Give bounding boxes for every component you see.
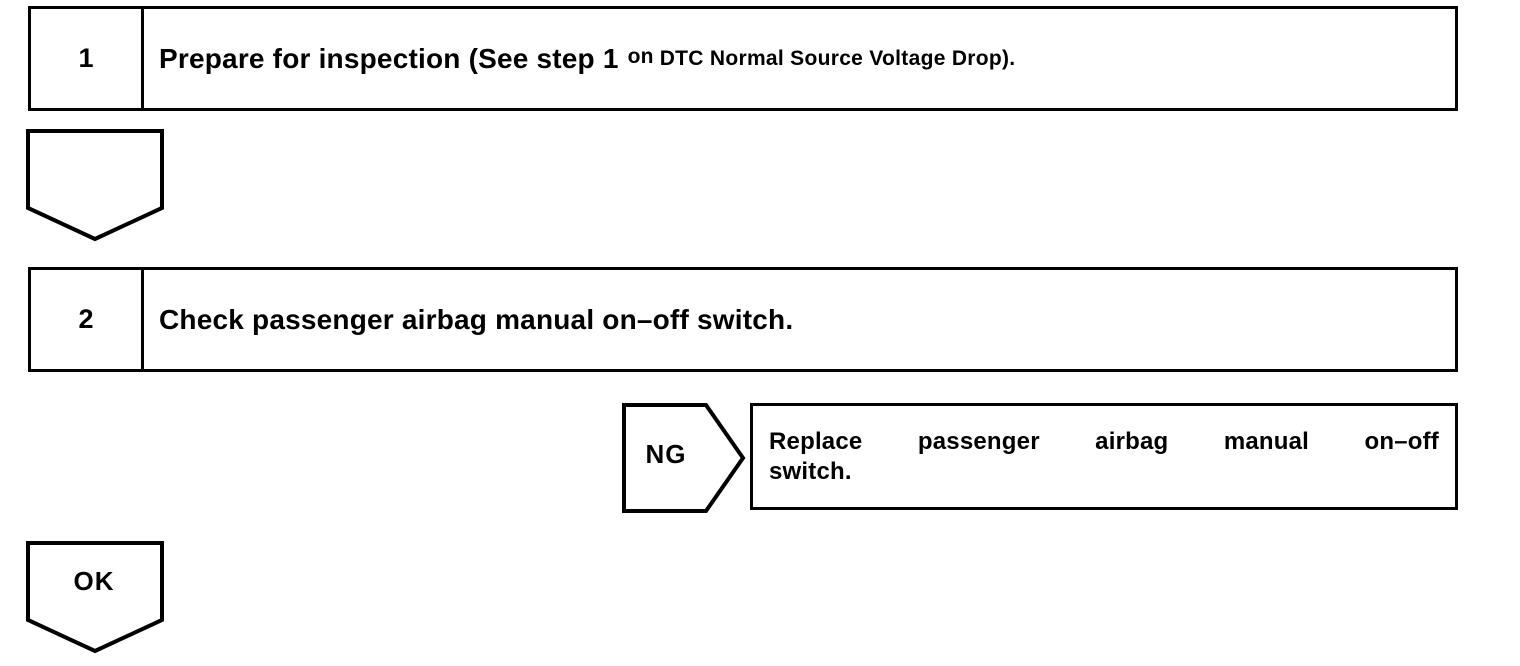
ok-label: OK: [73, 566, 115, 596]
step-2-box: 2 Check passenger airbag manual on–off s…: [28, 267, 1458, 372]
down-arrow-connector: [25, 128, 165, 242]
step-1-ref-on: on: [627, 44, 654, 68]
ng-action-line1: Replace passenger airbag manual on–off: [769, 428, 1439, 455]
step-2-text: Check passenger airbag manual on–off swi…: [159, 303, 794, 335]
step-1-box: 1 Prepare for inspection (See step 1 on …: [28, 6, 1458, 111]
ng-action-box: Replace passenger airbag manual on–off s…: [750, 403, 1458, 510]
right-arrow-icon: [622, 403, 746, 513]
ok-connector: OK: [25, 540, 165, 654]
down-arrow-icon: [26, 541, 164, 654]
step-1-ref-title: DTC Normal Source Voltage Drop).: [659, 46, 1016, 70]
ng-label: NG: [645, 438, 687, 469]
step-1-number: 1: [31, 9, 144, 108]
ng-branch-arrow: NG: [621, 402, 747, 514]
step-2-number: 2: [31, 270, 144, 369]
down-arrow-icon: [26, 129, 164, 242]
step-2-description: Check passenger airbag manual on–off swi…: [144, 270, 1455, 369]
ng-action-line2: switch.: [769, 458, 852, 485]
step-1-text-main: Prepare for inspection (See step 1: [159, 42, 619, 74]
step-1-description: Prepare for inspection (See step 1 on DT…: [144, 9, 1455, 108]
